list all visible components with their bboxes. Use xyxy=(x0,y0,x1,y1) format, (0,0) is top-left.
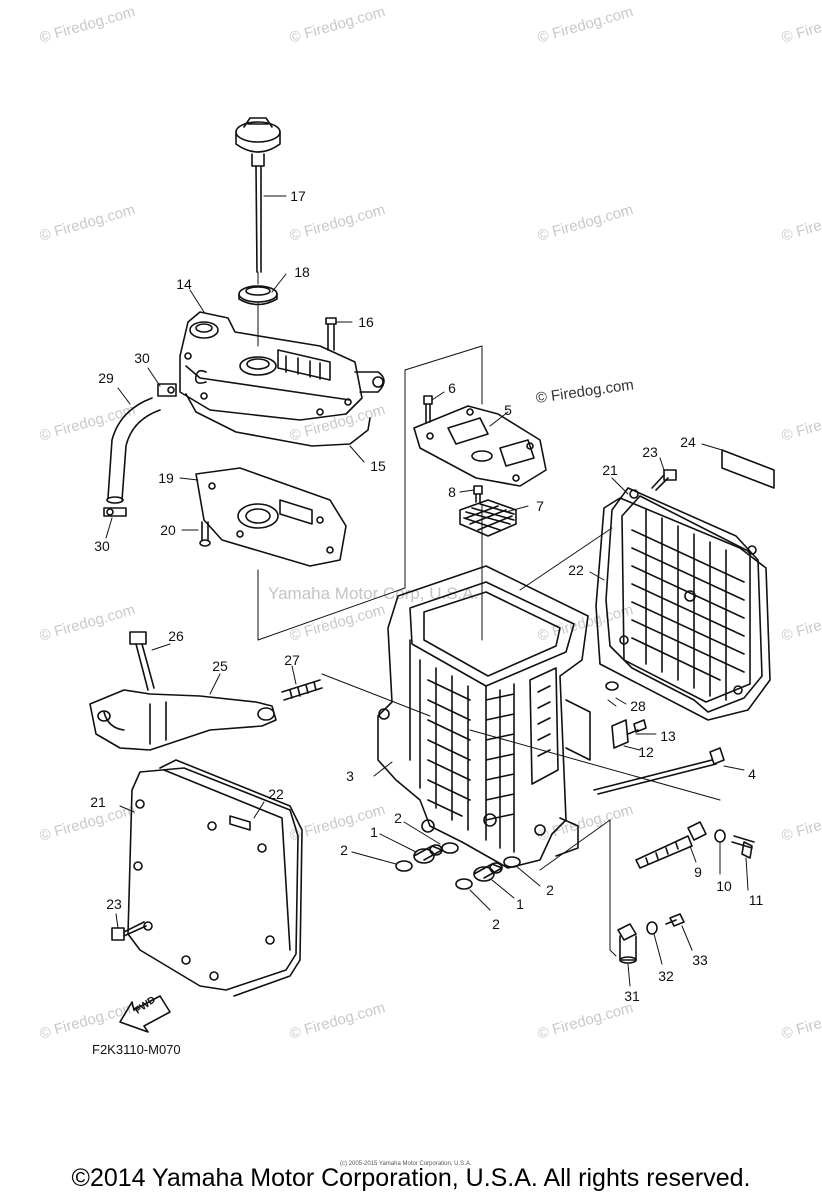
o-ring xyxy=(455,878,473,890)
hose-clamp xyxy=(157,383,177,397)
hanger-bracket xyxy=(89,689,277,751)
label-plate xyxy=(721,449,775,489)
o-ring xyxy=(503,856,521,868)
callout-5: 5 xyxy=(504,402,512,418)
callout-26: 26 xyxy=(168,628,184,644)
callout-10: 10 xyxy=(716,878,732,894)
callout-9: 9 xyxy=(694,864,702,880)
guide-lines xyxy=(257,271,721,957)
sleeve xyxy=(413,844,443,864)
callout-2: 2 xyxy=(492,916,500,932)
callout-18: 18 xyxy=(294,264,310,280)
callout-16: 16 xyxy=(358,314,374,330)
callout-1: 1 xyxy=(370,824,378,840)
callout-13: 13 xyxy=(660,728,676,744)
callout-23: 23 xyxy=(642,444,658,460)
callout-17: 17 xyxy=(290,188,306,204)
o-ring xyxy=(395,860,413,872)
callout-14: 14 xyxy=(176,276,192,292)
callout-8: 8 xyxy=(448,484,456,500)
clip xyxy=(611,719,629,749)
callout-3: 3 xyxy=(346,768,354,784)
breather-plate xyxy=(195,467,347,567)
callout-15: 15 xyxy=(370,458,386,474)
bolt xyxy=(731,835,755,859)
leader-lines xyxy=(105,195,749,987)
cover-gasket xyxy=(185,393,371,447)
callout-33: 33 xyxy=(692,952,708,968)
cover-gasket xyxy=(595,497,771,721)
drawing-code: F2K3110-M070 xyxy=(92,1042,181,1057)
sensor-probe xyxy=(635,821,707,869)
fitting xyxy=(617,923,637,964)
callout-22: 22 xyxy=(268,786,284,802)
callout-30: 30 xyxy=(134,350,150,366)
bolt xyxy=(325,317,337,351)
cover-gasket xyxy=(159,759,303,997)
callout-6: 6 xyxy=(448,380,456,396)
screw xyxy=(423,395,433,423)
callout-2: 2 xyxy=(394,810,402,826)
callout-7: 7 xyxy=(536,498,544,514)
footer-copyright: ©2014 Yamaha Motor Corporation, U.S.A. A… xyxy=(71,1164,751,1192)
callout-4: 4 xyxy=(748,766,756,782)
center-watermark: Yamaha Motor Corp, U.S.A. xyxy=(268,584,479,603)
callout-22: 22 xyxy=(568,562,584,578)
callout-23: 23 xyxy=(106,896,122,912)
washer xyxy=(714,829,726,843)
screw xyxy=(199,521,211,547)
bolt xyxy=(651,469,677,491)
stud xyxy=(281,679,323,701)
callout-19: 19 xyxy=(158,470,174,486)
callout-2: 2 xyxy=(546,882,554,898)
o-ring xyxy=(441,842,459,854)
hose-clamp xyxy=(103,507,127,517)
long-bolt xyxy=(593,747,725,795)
screw xyxy=(627,719,647,735)
screw xyxy=(473,485,483,503)
callout-21: 21 xyxy=(90,794,106,810)
callout-2: 2 xyxy=(340,842,348,858)
sleeve xyxy=(473,862,503,882)
head-cover xyxy=(179,311,385,421)
tiny-copyright: (c) 2005-2015 Yamaha Motor Corporation, … xyxy=(340,1161,472,1167)
callout-32: 32 xyxy=(658,968,674,984)
hanger-bolt xyxy=(129,631,155,691)
callout-25: 25 xyxy=(212,658,228,674)
callout-1: 1 xyxy=(516,896,524,912)
callout-24: 24 xyxy=(680,434,696,450)
washer xyxy=(605,681,619,691)
filter-element xyxy=(459,499,517,537)
callout-11: 11 xyxy=(748,892,764,908)
callout-12: 12 xyxy=(638,744,654,760)
cover-plate-right xyxy=(605,487,763,713)
callout-27: 27 xyxy=(284,652,300,668)
callout-28: 28 xyxy=(630,698,646,714)
breather-cover xyxy=(413,405,547,487)
cylinder-head xyxy=(377,565,591,869)
callout-21: 21 xyxy=(602,462,618,478)
callout-29: 29 xyxy=(98,370,114,386)
bolt xyxy=(111,921,147,941)
fwd-arrow xyxy=(119,995,171,1033)
callout-31: 31 xyxy=(624,988,640,1004)
callout-20: 20 xyxy=(160,522,176,538)
callout-30: 30 xyxy=(94,538,110,554)
cover-plate-left xyxy=(127,767,299,991)
oil-filler-cap xyxy=(235,117,281,273)
breather-hose xyxy=(106,397,161,504)
screw xyxy=(665,913,685,927)
washer xyxy=(646,921,658,935)
